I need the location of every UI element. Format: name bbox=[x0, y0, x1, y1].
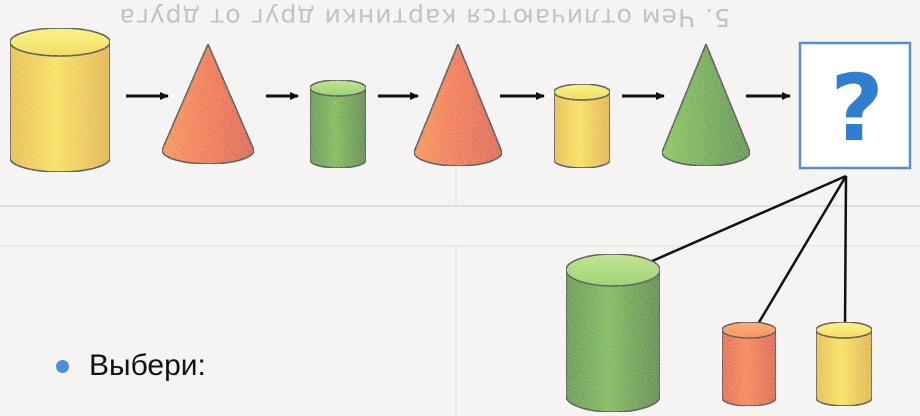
sequence-cone-orange bbox=[414, 44, 502, 166]
prompt-text: Выбери: bbox=[89, 349, 206, 383]
option-cylinder-green-large[interactable] bbox=[566, 254, 660, 412]
sequence-cylinder-yellow-small bbox=[554, 84, 610, 168]
question-box: ? bbox=[800, 43, 910, 168]
option-cylinder-orange-small[interactable] bbox=[722, 322, 776, 406]
sequence-cylinder-green-small bbox=[310, 80, 366, 168]
sequence-cone-orange bbox=[162, 44, 254, 164]
sequence-cone-green bbox=[662, 44, 750, 166]
prompt: Выбери: bbox=[56, 344, 206, 388]
bullet-dot bbox=[56, 360, 69, 373]
sequence-cylinder-yellow-large bbox=[10, 28, 110, 172]
question-mark: ? bbox=[830, 55, 883, 162]
option-cylinder-yellow-small[interactable] bbox=[816, 322, 872, 406]
option-connectors bbox=[650, 176, 846, 326]
answer-options bbox=[566, 254, 872, 412]
sequence-row: ? bbox=[10, 28, 910, 172]
